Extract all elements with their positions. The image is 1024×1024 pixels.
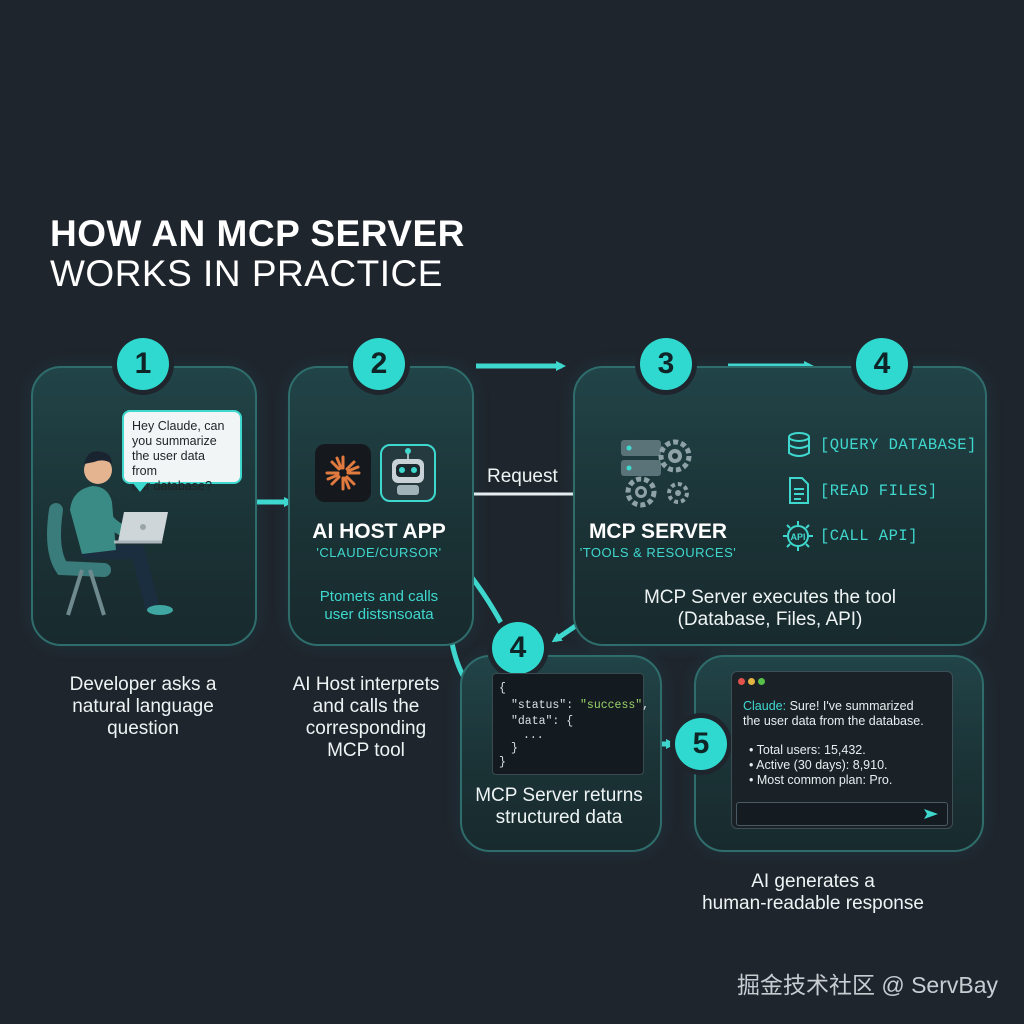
svg-text:API: API [790,532,805,542]
code-line: "data": { [511,715,574,728]
description-line: MCP Server executes the tool [643,587,897,608]
tool-label-call-api: [CALL API] [820,527,919,545]
chat-window: Claude: Sure! I've summarized the user d… [731,671,953,829]
step-3-badge: 3 [640,338,692,390]
watermark: 掘金技术社区 @ ServBay [736,972,998,998]
tool-label-query-database: [QUERY DATABASE] [820,436,977,454]
bullet-text: Total users: 15,432. [756,743,866,757]
step-5-caption: AI generates a human-readable response [668,871,958,915]
developer-illustration [47,451,173,616]
caption-line: corresponding [305,718,427,739]
caption-line: and calls the [312,696,420,717]
code-line: } [499,756,506,769]
code-line: "status": "success", [511,699,650,712]
chat-input-field[interactable] [736,802,948,826]
bullet-text: Most common plan: Pro. [756,773,893,787]
step-1-caption: Developer asks a natural language questi… [40,674,246,740]
chat-bullet: • Total users: 15,432. [749,743,866,757]
server-description: MCP Server executes the tool (Database, … [600,587,940,631]
claude-app-icon [315,444,371,502]
code-line: { [499,682,506,695]
code-key: "status" [511,699,567,712]
chat-speaker: Claude: [743,699,787,713]
step-1-badge: 1 [117,338,169,390]
step-2-caption: AI Host interprets and calls the corresp… [276,674,456,762]
window-minimize-dot [748,678,755,685]
step-5-badge: 5 [675,718,727,770]
send-icon[interactable] [923,807,939,821]
speech-bubble: Hey Claude, can you summarize the user d… [122,410,242,493]
description-line: user distsnsoata [324,606,434,623]
code-value: "success" [580,699,643,712]
mcp-server-title: MCP SERVER [588,520,728,543]
chat-response-line-1: Claude: Sure! I've summarized [743,699,914,714]
caption-line: structured data [495,807,623,828]
step-4-caption: MCP Server returns structured data [460,785,658,829]
bubble-line: Hey Claude, can [132,419,225,433]
bubble-tail [132,482,148,492]
caption-line: MCP Server returns [475,785,643,806]
caption-line: MCP tool [327,740,405,761]
window-close-dot [738,678,745,685]
caption-line: Developer asks a [69,674,217,695]
host-app-subtitle: 'CLAUDE/CURSOR' [316,545,442,560]
bubble-line: the user data from [132,449,205,478]
api-icon: API [783,521,813,551]
caption-line: AI generates a [751,871,875,892]
chat-bullet: • Active (30 days): 8,910. [749,758,888,772]
step-2-card [288,366,474,646]
step-4-top-badge: 4 [856,338,908,390]
host-app-description: Ptomets and calls user distsnsoata [288,588,470,624]
json-code-box: { "status": "success", "data": { ... } } [492,673,649,775]
code-key: "data" [511,715,553,728]
step-4-badge: 4 [492,622,544,674]
chat-response-line-2: the user data from the database. [743,714,924,728]
chat-line: Sure! I've summarized [789,699,914,713]
chat-bullet: • Most common plan: Pro. [749,773,893,787]
host-app-title: AI HOST APP [312,520,446,543]
request-label: Request [487,466,558,487]
bullet-text: Active (30 days): 8,910. [756,758,888,772]
title-line-1: HOW AN MCP SERVER [50,213,465,254]
server-gears-icon [621,439,692,508]
robot-app-icon [380,444,436,502]
tool-label-read-files: [READ FILES] [820,482,938,500]
caption-line: AI Host interprets [292,674,440,695]
caption-line: natural language [72,696,214,717]
caption-line: human-readable response [702,893,924,914]
bubble-line: you summarize [132,434,217,448]
code-line: ... [523,729,544,742]
step-2-badge: 2 [353,338,405,390]
description-line: Ptomets and calls [319,588,439,605]
file-icon [789,477,809,504]
mcp-server-subtitle: 'TOOLS & RESOURCES' [579,545,737,560]
bubble-line: our database? [132,479,212,493]
code-line: } [511,742,518,755]
database-icon [788,432,810,457]
description-line: (Database, Files, API) [677,609,863,630]
caption-line: question [107,718,179,739]
title-line-2: WORKS IN PRACTICE [50,253,443,294]
window-maximize-dot [758,678,765,685]
